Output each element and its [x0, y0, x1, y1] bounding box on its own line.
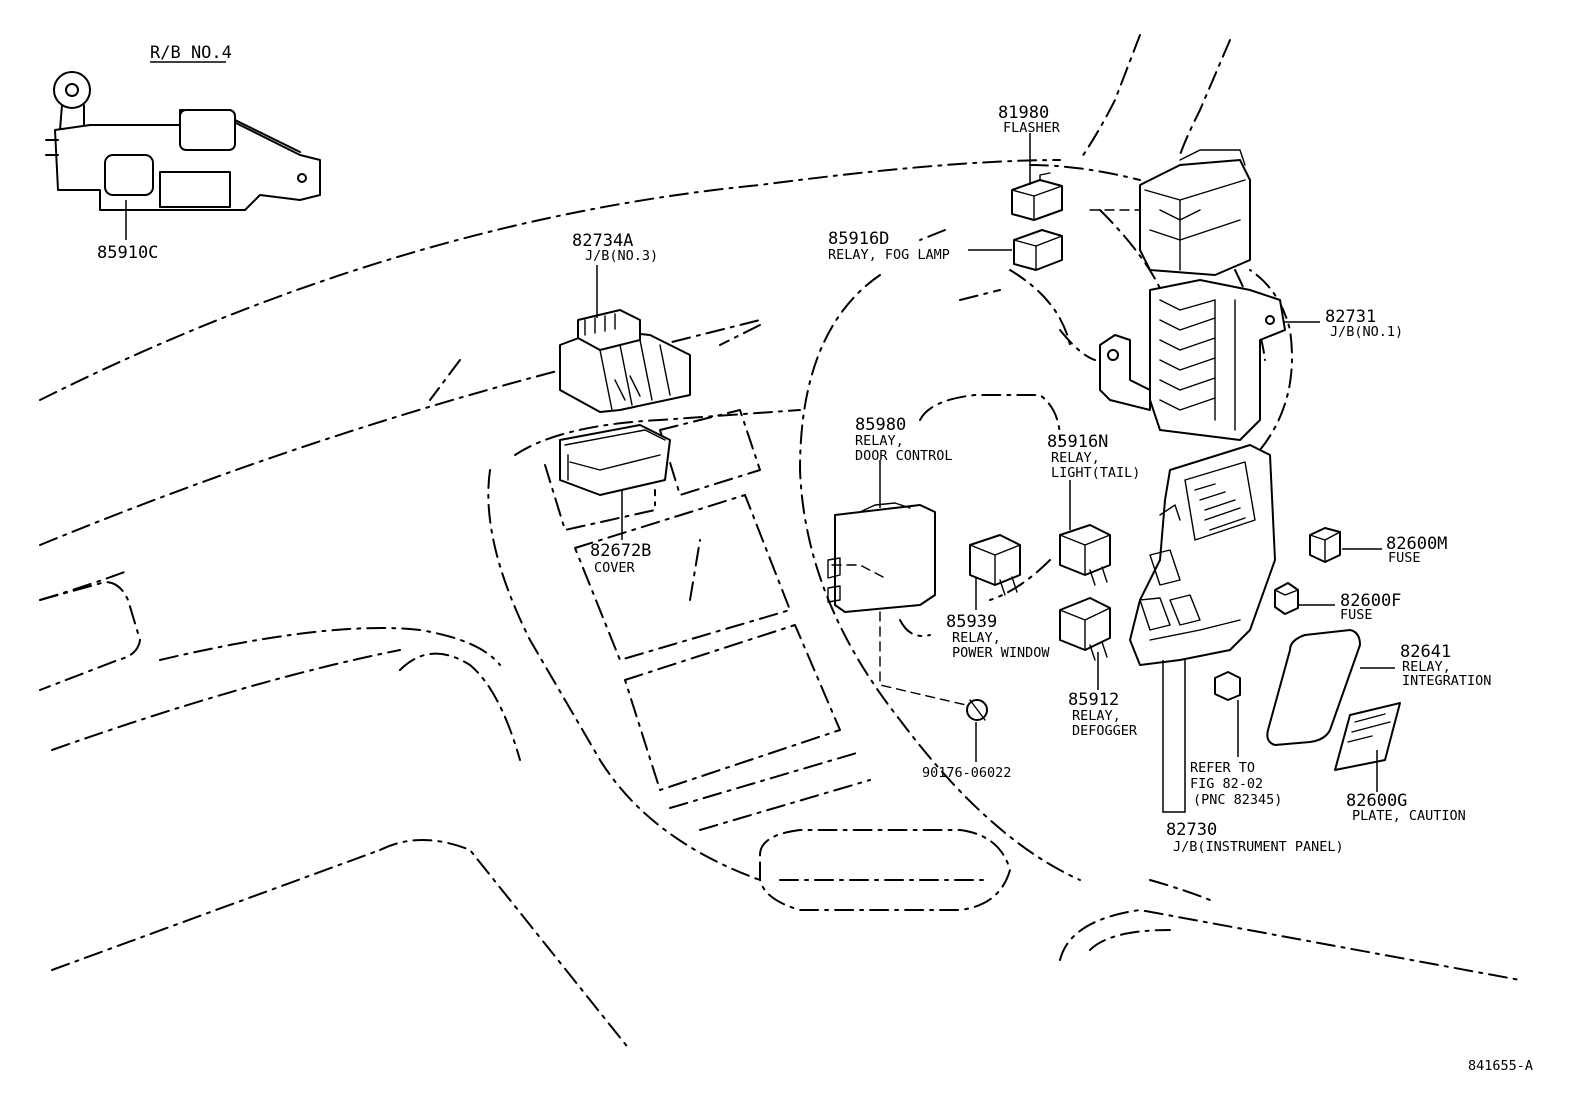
part-number: 90176-06022 — [922, 765, 1011, 781]
part-number: 85980 — [855, 415, 906, 435]
part-description: POWER WINDOW — [952, 645, 1050, 661]
callout-90176-06022: 90176-06022 — [922, 765, 1011, 781]
callout-85910c: 85910C — [97, 243, 158, 263]
part-description: FLASHER — [1003, 120, 1061, 136]
part-description: FIG 82-02 — [1190, 776, 1263, 792]
leader-lines — [99, 133, 1395, 813]
part-number: 85910C — [97, 243, 158, 263]
part-number: 81980 — [998, 103, 1049, 123]
callout-refer-fig: REFER TO FIG 82-02 (PNC 82345) — [1190, 760, 1282, 808]
tail-light-relay — [1059, 524, 1111, 586]
relay-block-no4-inset — [45, 71, 321, 211]
fuse-82600f — [1274, 582, 1299, 615]
callout-85912: 85912 RELAY, DEFOGGER — [1068, 690, 1138, 739]
caution-plate — [1334, 702, 1401, 771]
part-description: RELAY, — [855, 433, 904, 449]
callout-82730: 82730 J/B(INSTRUMENT PANEL) — [1166, 820, 1344, 855]
part-number: 82672B — [590, 541, 651, 561]
junction-block-no3 — [559, 309, 691, 413]
part-description: RELAY, — [1051, 450, 1100, 466]
callout-82600f: 82600F FUSE — [1340, 591, 1401, 623]
callout-85916d: 85916D RELAY, FOG LAMP — [828, 229, 950, 263]
label-inset-title: R/B NO.4 — [150, 43, 232, 63]
part-number: 82734A — [572, 231, 633, 251]
part-description: DEFOGGER — [1072, 723, 1138, 739]
figure-id: 841655-A — [1468, 1058, 1533, 1074]
fuse-82600m — [1309, 527, 1341, 563]
dashboard-outline — [39, 34, 1521, 1051]
part-description: RELAY, — [1072, 708, 1121, 724]
junction-block-instrument-panel — [1129, 444, 1276, 666]
part-description: DOOR CONTROL — [855, 448, 953, 464]
part-description: FUSE — [1388, 550, 1421, 566]
part-number: 85916D — [828, 229, 889, 249]
callout-82672b: 82672B COVER — [590, 541, 651, 576]
part-number: 82600M — [1386, 534, 1447, 554]
part-description: RELAY, — [952, 630, 1001, 646]
part-number: 82731 — [1325, 307, 1376, 327]
integration-relay — [1266, 629, 1361, 746]
part-number: 82641 — [1400, 642, 1451, 662]
part-description: J/B(NO.1) — [1330, 324, 1403, 340]
part-description: REFER TO — [1190, 760, 1255, 776]
part-description: J/B(NO.3) — [585, 248, 658, 264]
callout-82600m: 82600M FUSE — [1386, 534, 1447, 566]
part-description: RELAY, — [1402, 659, 1451, 675]
callout-82734a: 82734A J/B(NO.3) — [572, 231, 658, 264]
defogger-relay — [1059, 597, 1111, 661]
power-window-relay — [969, 534, 1021, 596]
part-description: PLATE, CAUTION — [1352, 808, 1466, 824]
cover-part — [559, 424, 671, 496]
part-number: 85939 — [946, 612, 997, 632]
part-description: COVER — [594, 560, 636, 576]
part-description: LIGHT(TAIL) — [1051, 465, 1140, 481]
part-number: 82730 — [1166, 820, 1217, 840]
part-number: 85912 — [1068, 690, 1119, 710]
callout-85939: 85939 RELAY, POWER WINDOW — [946, 612, 1050, 661]
part-description: RELAY, FOG LAMP — [828, 247, 950, 263]
part-number: 85916N — [1047, 432, 1108, 452]
part-description: INTEGRATION — [1402, 673, 1491, 689]
fog-lamp-relay — [1013, 229, 1063, 271]
part-description: FUSE — [1340, 607, 1373, 623]
callout-85916n: 85916N RELAY, LIGHT(TAIL) — [1047, 432, 1140, 481]
callout-82600g: 82600G PLATE, CAUTION — [1346, 791, 1466, 824]
door-control-relay — [827, 502, 936, 613]
clip-part — [966, 699, 988, 721]
callout-82641: 82641 RELAY, INTEGRATION — [1400, 642, 1491, 689]
part-description: (PNC 82345) — [1193, 792, 1282, 808]
callout-85980: 85980 RELAY, DOOR CONTROL — [855, 415, 953, 464]
svg-text:R/B NO.4: R/B NO.4 — [150, 43, 232, 63]
flasher-relay — [1011, 172, 1063, 221]
refer-connector — [1214, 671, 1241, 701]
callout-81980: 81980 FLASHER — [998, 103, 1061, 136]
junction-block-no1 — [1099, 149, 1286, 441]
part-number: 82600G — [1346, 791, 1407, 811]
part-number: 82600F — [1340, 591, 1401, 611]
part-description: J/B(INSTRUMENT PANEL) — [1173, 839, 1344, 855]
callout-82731: 82731 J/B(NO.1) — [1325, 307, 1403, 340]
